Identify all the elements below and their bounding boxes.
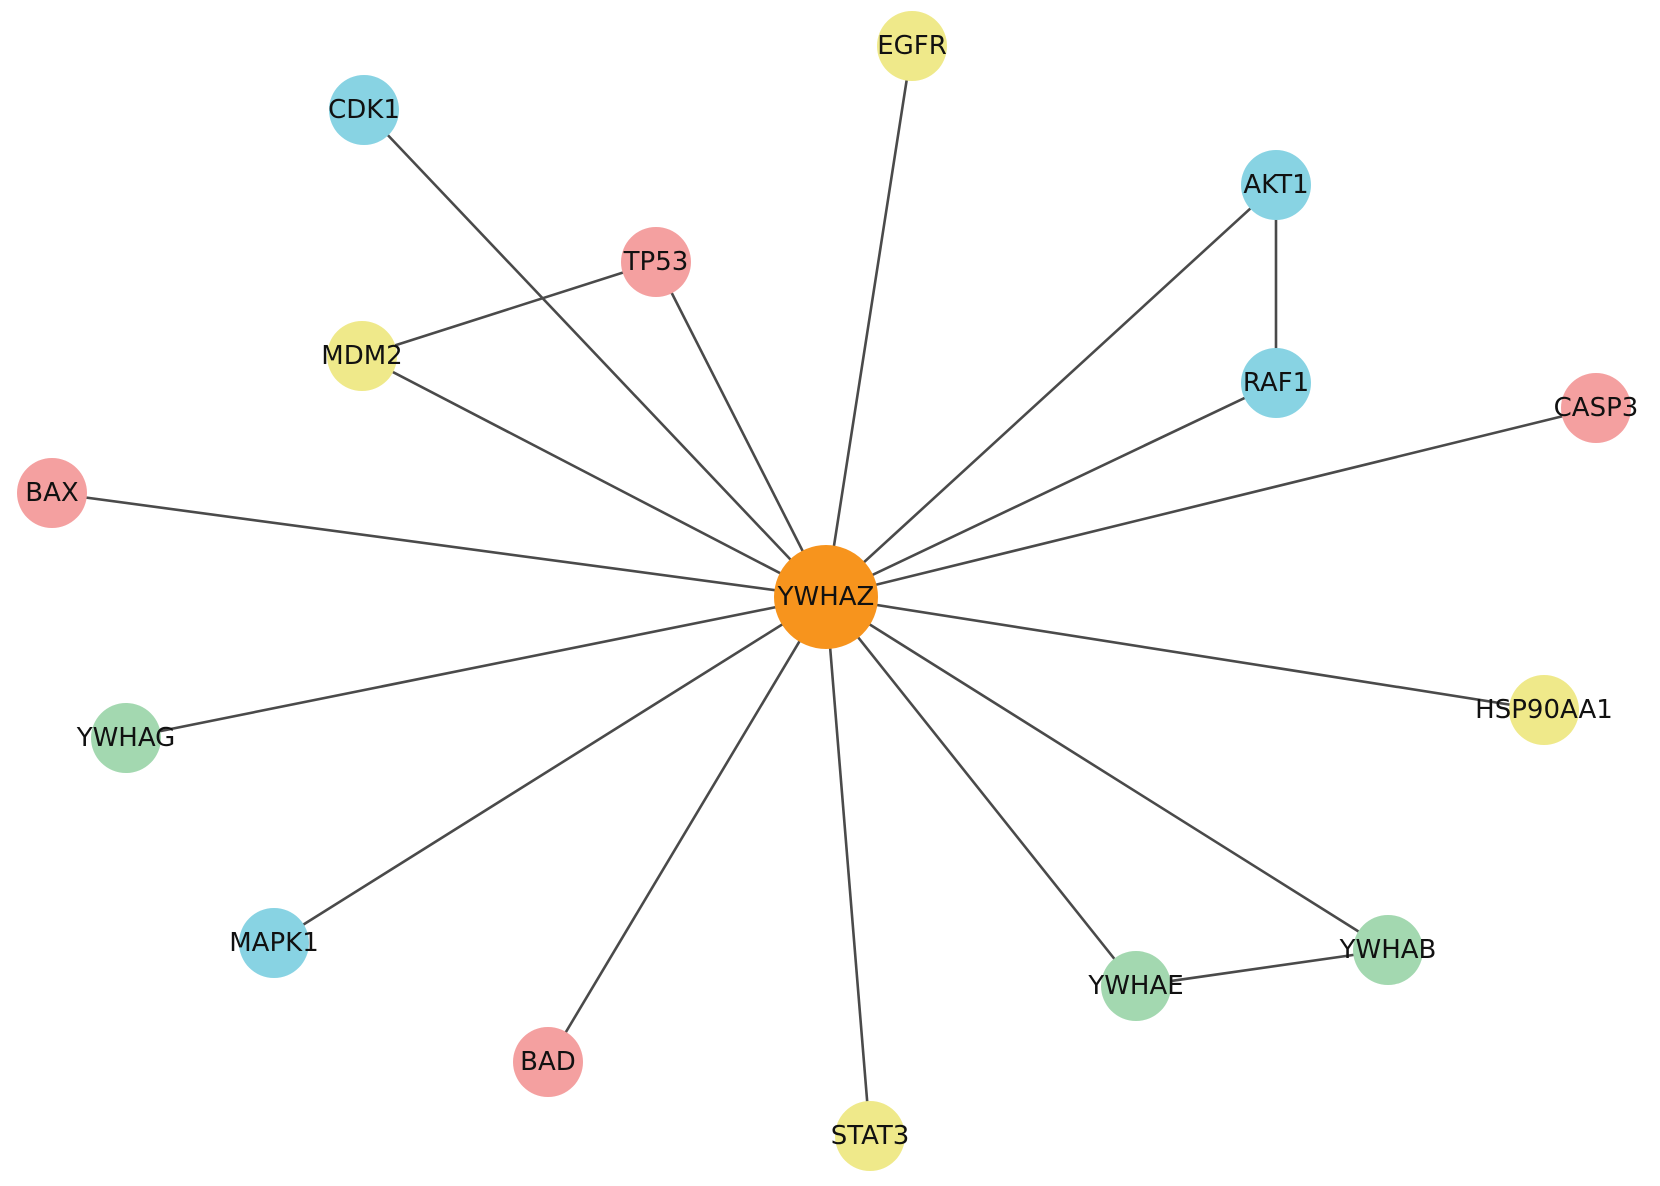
node-circle[interactable] [621,227,691,297]
node-circle[interactable] [327,321,397,391]
node-egfr[interactable]: EGFR [877,11,947,81]
node-label: AKT1 [1243,170,1308,200]
node-label: CASP3 [1554,393,1639,423]
edge-tp53-mdm2 [361,260,657,358]
node-label: YWHAG [76,723,176,753]
node-mdm2[interactable]: MDM2 [321,321,403,391]
node-label: YWHAZ [777,582,875,612]
node-akt1[interactable]: AKT1 [1241,150,1311,220]
node-ywhag[interactable]: YWHAG [76,703,176,773]
edge-ywhaz-hsp90aa1 [825,595,1545,712]
node-label: TP53 [623,247,689,277]
node-circle[interactable] [1561,373,1631,443]
node-cdk1[interactable]: CDK1 [328,75,400,145]
node-bax[interactable]: BAX [17,458,87,528]
edge-ywhaz-egfr [824,45,914,598]
node-label: BAD [520,1047,576,1077]
edge-ywhaz-casp3 [825,406,1597,599]
node-ywhab[interactable]: YWHAB [1339,915,1437,985]
node-casp3[interactable]: CASP3 [1554,373,1639,443]
node-circle[interactable] [1101,951,1171,1021]
edge-ywhaz-mdm2 [361,354,827,599]
node-label: MAPK1 [229,928,319,958]
node-bad[interactable]: BAD [513,1027,583,1097]
edges-layer [51,45,1597,1137]
node-tp53[interactable]: TP53 [621,227,691,297]
node-label: CDK1 [328,95,400,125]
node-circle[interactable] [513,1027,583,1097]
node-stat3[interactable]: STAT3 [831,1101,910,1171]
node-circle[interactable] [239,908,309,978]
edge-ywhaz-stat3 [824,596,872,1137]
edge-ywhaz-ywhab [825,595,1389,952]
node-label: RAF1 [1243,368,1309,398]
edge-ywhaz-akt1 [825,184,1277,598]
node-circle[interactable] [835,1101,905,1171]
node-circle[interactable] [1353,915,1423,985]
edge-ywhaz-ywhag [125,595,827,740]
edge-ywhaz-mapk1 [273,595,827,945]
node-label: YWHAB [1339,935,1437,965]
node-circle[interactable] [1509,675,1579,745]
node-label: YWHAE [1087,971,1183,1001]
node-ywhaz[interactable]: YWHAZ [774,545,878,649]
node-circle[interactable] [877,11,947,81]
node-label: STAT3 [831,1121,910,1151]
edge-ywhaz-bax [51,491,827,599]
node-circle[interactable] [17,458,87,528]
node-circle[interactable] [1241,150,1311,220]
node-circle[interactable] [91,703,161,773]
node-label: EGFR [877,31,947,61]
node-label: BAX [25,478,78,508]
edge-ywhaz-ywhae [824,596,1138,987]
edge-ywhaz-cdk1 [363,109,827,598]
edge-ywhae-ywhab [1135,948,1389,988]
node-raf1[interactable]: RAF1 [1241,348,1311,418]
edge-ywhaz-raf1 [825,381,1277,599]
node-ywhae[interactable]: YWHAE [1087,951,1184,1021]
node-circle[interactable] [329,75,399,145]
edge-ywhaz-tp53 [654,261,828,598]
node-hsp90aa1[interactable]: HSP90AA1 [1475,675,1613,745]
edge-ywhaz-bad [546,596,828,1063]
node-label: MDM2 [321,341,402,371]
node-circle[interactable] [1241,348,1311,418]
node-circle[interactable] [774,545,878,649]
node-label: HSP90AA1 [1475,695,1613,725]
node-mapk1[interactable]: MAPK1 [229,908,319,978]
